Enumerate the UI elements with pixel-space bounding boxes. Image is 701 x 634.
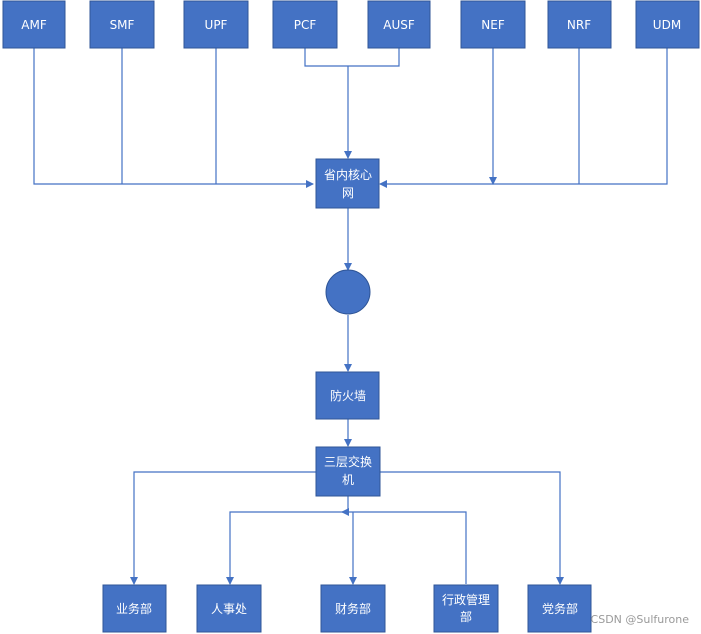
- node-dept-finance-label: 财务部: [335, 601, 371, 616]
- node-dept-hr-label: 人事处: [211, 602, 247, 616]
- node-core-network[interactable]: 省内核心 网: [315, 158, 380, 209]
- node-upf[interactable]: UPF: [183, 0, 249, 49]
- connector-switch-party: [380, 471, 564, 585]
- node-nef[interactable]: NEF: [460, 0, 526, 49]
- node-amf[interactable]: AMF: [2, 0, 66, 49]
- node-firewall[interactable]: 防火墙: [315, 371, 380, 420]
- node-dept-business-label: 业务部: [116, 601, 152, 616]
- node-nef-label: NEF: [481, 18, 505, 32]
- connector-bus-hr: [226, 511, 348, 585]
- node-core-label-line2: 网: [342, 186, 354, 200]
- node-dept-admin-label-line2: 部: [460, 609, 472, 624]
- connectors: [33, 48, 668, 585]
- connector-udm-core: [379, 48, 668, 188]
- node-dept-admin[interactable]: 行政管理 部: [433, 584, 499, 633]
- node-nrf-label: NRF: [567, 18, 591, 32]
- node-ausf[interactable]: AUSF: [367, 0, 431, 49]
- node-dept-admin-label-line1: 行政管理: [442, 592, 490, 607]
- node-dept-finance[interactable]: 财务部: [320, 584, 386, 633]
- node-smf[interactable]: SMF: [89, 0, 155, 49]
- node-switch-label-line1: 三层交换: [324, 454, 372, 469]
- watermark: CSDN @Sulfurone: [590, 613, 689, 626]
- node-dept-party[interactable]: 党务部: [527, 584, 592, 633]
- node-nrf[interactable]: NRF: [547, 0, 612, 49]
- node-dept-party-label: 党务部: [542, 601, 578, 616]
- node-ausf-label: AUSF: [383, 18, 415, 32]
- connector-pcf-ausf: [304, 48, 400, 67]
- node-udm[interactable]: UDM: [635, 0, 700, 49]
- node-dept-hr[interactable]: 人事处: [196, 584, 262, 633]
- node-core-label-line1: 省内核心: [324, 168, 372, 182]
- connector-switch-biz: [130, 471, 316, 585]
- node-udm-label: UDM: [653, 18, 681, 32]
- node-pcf[interactable]: PCF: [272, 0, 338, 49]
- node-upf-label: UPF: [205, 18, 228, 32]
- node-dept-business[interactable]: 业务部: [102, 584, 167, 633]
- node-firewall-label: 防火墙: [330, 388, 366, 403]
- node-switch-label-line2: 机: [342, 473, 354, 487]
- node-switch[interactable]: 三层交换 机: [315, 446, 381, 497]
- hub-circle[interactable]: [325, 269, 371, 315]
- node-pcf-label: PCF: [294, 18, 317, 32]
- connector-amf-core: [33, 48, 314, 188]
- connector-admin-bus: [341, 508, 467, 584]
- node-smf-label: SMF: [110, 18, 135, 32]
- node-amf-label: AMF: [21, 18, 47, 32]
